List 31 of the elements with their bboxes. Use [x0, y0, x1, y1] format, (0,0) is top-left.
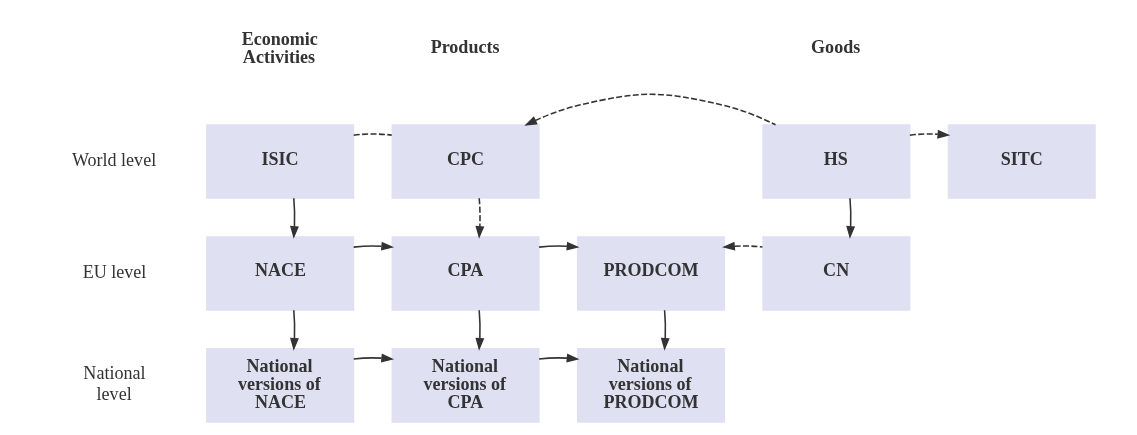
node-box: CN: [762, 236, 911, 311]
node-box: National versions of NACE: [206, 348, 355, 423]
arrow: [352, 353, 395, 363]
label: World level: [71, 149, 157, 170]
arrow: [722, 241, 764, 251]
node-box: National versions of PRODCOM: [576, 348, 725, 423]
node-box: SITC: [947, 124, 1096, 199]
node-box: CPA: [391, 236, 540, 311]
arrow: [538, 241, 580, 251]
label: Goods: [811, 36, 861, 57]
label: EU level: [82, 261, 147, 282]
node-box: CPC: [391, 124, 540, 199]
arrow: [538, 353, 580, 363]
node-box: PRODCOM: [576, 236, 725, 311]
label: National level: [83, 363, 146, 404]
arrow: [290, 197, 299, 239]
arrow: [290, 309, 299, 351]
arrow: [475, 197, 485, 239]
arrow: [475, 309, 485, 351]
connector: [352, 133, 393, 136]
arrow: [909, 129, 951, 139]
node-box: ISIC: [206, 124, 355, 199]
arrow: [846, 197, 856, 239]
label: Economic Activities: [241, 28, 318, 67]
node-box: National versions of CPA: [391, 348, 540, 423]
node-box: NACE: [206, 236, 355, 311]
node-box: HS: [762, 124, 911, 199]
label: Products: [430, 36, 500, 57]
arrow: [352, 241, 395, 251]
arrow: [524, 93, 777, 126]
arrow: [660, 309, 670, 351]
